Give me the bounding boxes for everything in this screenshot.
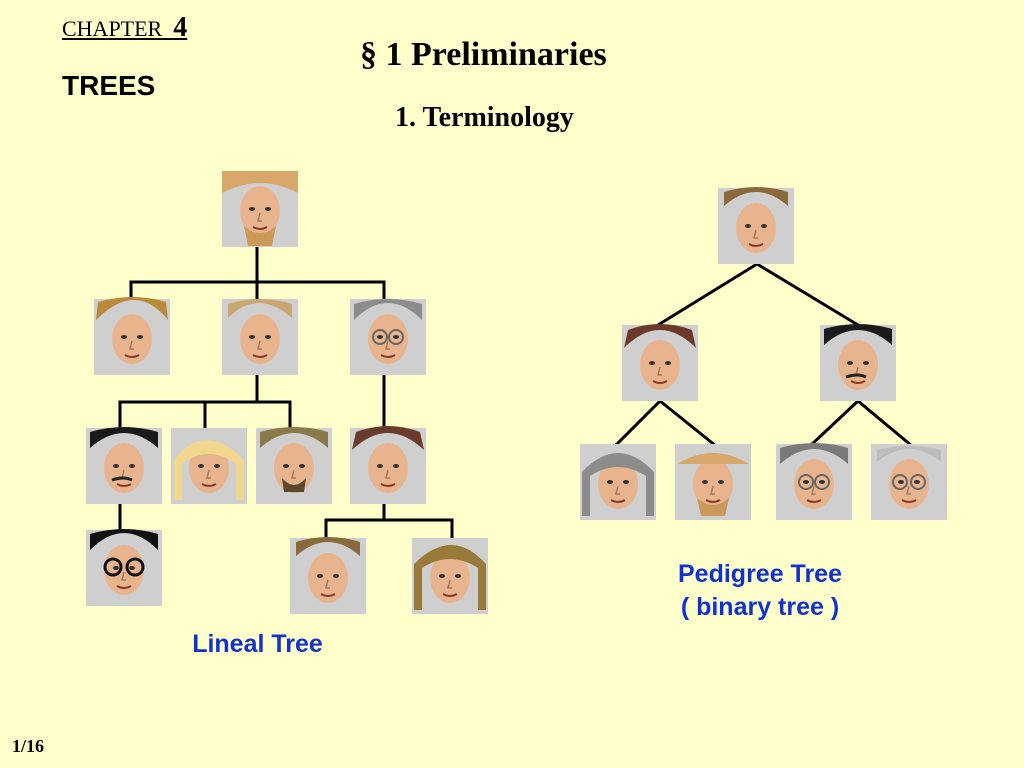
chapter-title: TREES (62, 70, 156, 101)
lineal-grandchild-1-node (86, 427, 162, 504)
lineal-tree-edges (118, 244, 454, 542)
pedigree-tree-caption: Pedigree Tree ( binary tree ) (640, 558, 880, 624)
lineal-grandchild-4-node (350, 426, 426, 504)
pedigree-grandparent-3-node (776, 443, 852, 520)
pedigree-grandparent-4-node (871, 444, 947, 520)
pedigree-parent-1-node (622, 324, 698, 401)
lineal-child-2-node (222, 299, 298, 375)
pedigree-caption-line1: Pedigree Tree (678, 560, 842, 588)
lineal-child-1-node (94, 297, 170, 375)
lineal-tree-caption: Lineal Tree (192, 630, 323, 658)
lineal-grandchild-3-node (256, 427, 332, 504)
page-number: 1/16 (12, 736, 45, 756)
pedigree-caption-line2: ( binary tree ) (680, 593, 840, 621)
subsection-title: 1. Terminology (395, 102, 574, 133)
lineal-great-grandchild-2-node (290, 537, 366, 614)
pedigree-tree-edges (613, 262, 914, 448)
pedigree-parent-2-node (820, 324, 896, 401)
lineal-great-grandchild-1-node (86, 529, 162, 606)
pedigree-root-node (718, 187, 794, 264)
lineal-child-3-node (350, 299, 426, 375)
pedigree-grandparent-2-node (675, 444, 751, 520)
pedigree-grandparent-1-node (580, 444, 656, 520)
chapter-number: 4 (173, 12, 188, 43)
lineal-grandchild-2-node (171, 428, 247, 504)
lineal-great-grandchild-3-node (412, 538, 488, 614)
chapter-heading: CHAPTER 4 (62, 12, 187, 44)
chapter-label: CHAPTER (62, 16, 163, 41)
lineal-root-node (222, 171, 298, 247)
section-title: § 1 Preliminaries (360, 36, 607, 73)
